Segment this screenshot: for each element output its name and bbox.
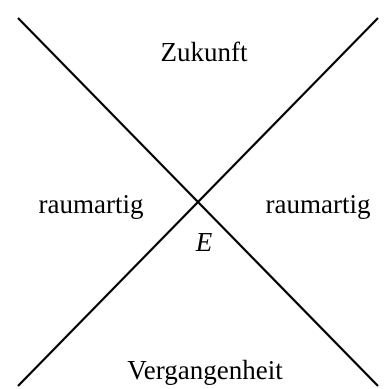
future-label: Zukunft — [161, 37, 248, 67]
spacelike-right-label: raumartig — [266, 189, 371, 219]
spacelike-left-label: raumartig — [39, 189, 144, 219]
event-label: E — [195, 227, 213, 257]
lightcone-line-ascending — [17, 17, 379, 387]
past-label: Vergangenheit — [127, 355, 283, 385]
